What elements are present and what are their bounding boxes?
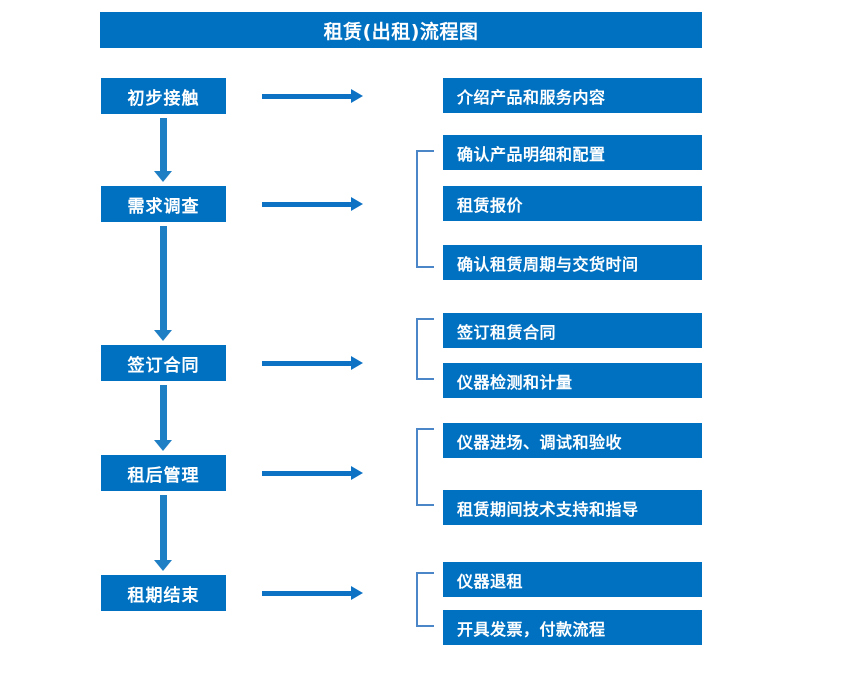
diagram-title: 租赁(出租)流程图 — [100, 12, 702, 48]
arrow-shaft — [160, 385, 167, 440]
vertical-arrow-2 — [152, 226, 174, 341]
horizontal-arrow-3 — [262, 356, 363, 370]
arrow-head-icon — [351, 466, 363, 480]
arrow-shaft — [160, 495, 167, 560]
stage-box-4[interactable]: 租后管理 — [101, 455, 226, 491]
stage-box-1[interactable]: 初步接触 — [101, 78, 226, 114]
horizontal-arrow-4 — [262, 466, 363, 480]
detail-box-9[interactable]: 仪器退租 — [443, 562, 702, 597]
arrow-head-icon — [351, 356, 363, 370]
group-bracket-demand — [416, 150, 434, 268]
detail-box-10[interactable]: 开具发票，付款流程 — [443, 610, 702, 645]
arrow-shaft — [262, 202, 352, 207]
arrow-shaft — [160, 118, 167, 171]
arrow-shaft — [262, 94, 352, 99]
vertical-arrow-4 — [152, 495, 174, 571]
vertical-arrow-1 — [152, 118, 174, 182]
vertical-arrow-3 — [152, 385, 174, 451]
arrow-shaft — [262, 471, 352, 476]
detail-box-4[interactable]: 确认租赁周期与交货时间 — [443, 245, 702, 280]
detail-box-5[interactable]: 签订租赁合同 — [443, 313, 702, 348]
horizontal-arrow-2 — [262, 197, 363, 211]
arrow-head-icon — [154, 560, 172, 571]
arrow-head-icon — [154, 171, 172, 182]
stage-box-3[interactable]: 签订合同 — [101, 345, 226, 381]
horizontal-arrow-1 — [262, 89, 363, 103]
arrow-head-icon — [154, 330, 172, 341]
arrow-shaft — [160, 226, 167, 330]
stage-box-5[interactable]: 租期结束 — [101, 575, 226, 611]
detail-box-2[interactable]: 确认产品明细和配置 — [443, 135, 702, 170]
arrow-head-icon — [351, 586, 363, 600]
detail-box-1[interactable]: 介绍产品和服务内容 — [443, 78, 702, 113]
group-bracket-end — [416, 572, 434, 627]
arrow-shaft — [262, 591, 352, 596]
detail-box-3[interactable]: 租赁报价 — [443, 186, 702, 221]
arrow-shaft — [262, 361, 352, 366]
horizontal-arrow-5 — [262, 586, 363, 600]
group-bracket-management — [416, 428, 434, 506]
detail-box-6[interactable]: 仪器检测和计量 — [443, 363, 702, 398]
stage-box-2[interactable]: 需求调查 — [101, 186, 226, 222]
group-bracket-contract — [416, 318, 434, 380]
arrow-head-icon — [351, 197, 363, 211]
arrow-head-icon — [351, 89, 363, 103]
detail-box-7[interactable]: 仪器进场、调试和验收 — [443, 423, 702, 458]
arrow-head-icon — [154, 440, 172, 451]
detail-box-8[interactable]: 租赁期间技术支持和指导 — [443, 490, 702, 525]
